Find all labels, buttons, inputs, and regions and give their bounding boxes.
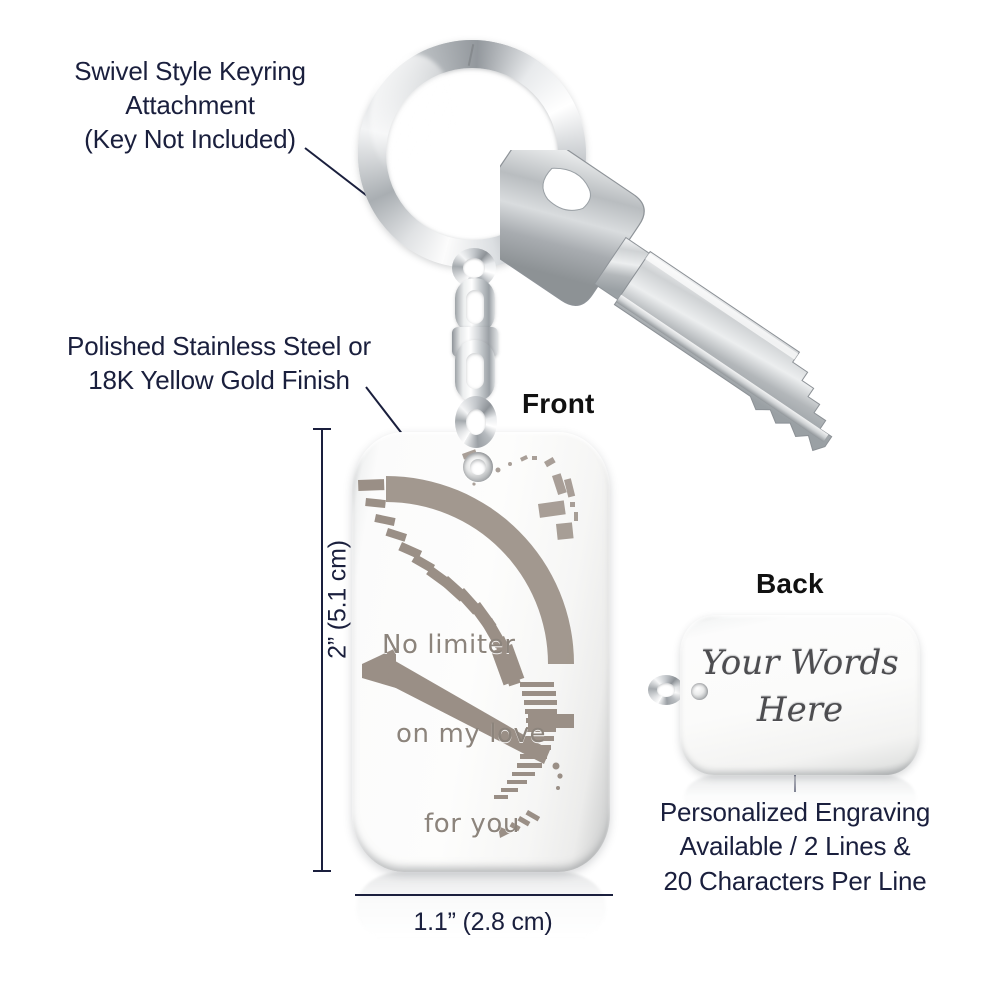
gauge-major-tick-2 [491,644,525,686]
back-tag-jump-ring [648,675,684,705]
key-illustration [500,150,833,452]
clasp-top-ring-hole [463,258,485,278]
gauge-ticks-bottom [498,810,541,838]
front-label: Front [522,388,595,419]
height-dimension-line [321,428,323,872]
clasp-upper-oval-link [455,278,495,334]
key-blade-spine [616,294,829,442]
width-dimension-line [355,894,613,896]
keyring-highlight [370,54,456,182]
gauge-needle [388,658,550,764]
speedometer-graphic [358,449,578,838]
back-dog-tag [680,615,920,775]
key-blade [613,250,833,452]
width-dimension-label: 1.1” (2.8 cm) [413,908,553,936]
clasp-upper-oval-hole [466,290,484,324]
gauge-arc-group [358,449,578,838]
annotation-engraving: Personalized Engraving Available / 2 Lin… [659,797,931,896]
front-tag-engraving: No limiter on my love for you [370,578,560,872]
front-tag-hole-inner [470,459,486,475]
height-dimension-label: 2” (5.1 cm) [323,540,352,659]
back-label: Back [756,568,824,599]
gauge-band [386,476,574,664]
front-tag-reflection [356,872,606,944]
front-dog-tag: No limiter on my love for you [352,432,610,872]
front-engraving-line-3: for you [424,808,520,839]
height-dimension-cap-bottom [313,870,331,872]
clasp-lower-oval-link [455,340,495,402]
key-head-hole [542,167,591,211]
key-head [500,150,645,306]
annotation-keyring: Swivel Style Keyring Attachment (Key Not… [74,56,306,154]
clasp-bottom-jump-ring [455,396,497,448]
key-body [500,150,833,452]
gauge-major-tick-1 [528,714,574,728]
back-tag-hole [691,683,708,700]
front-engraving-line-1: No limiter [382,629,516,660]
back-tag-ring-hole [657,683,675,697]
key-blade-top-highlight [645,253,799,360]
clasp-lower-oval-hole [466,353,484,389]
clasp-bottom-ring-hole [466,409,486,435]
gauge-needle-tail [362,648,396,688]
annotation-finish: Polished Stainless Steel or 18K Yellow G… [67,331,371,395]
height-dimension-cap-top [313,428,331,430]
back-tag-engraving: Your Words Here [701,643,899,730]
back-tag-reflection [684,775,916,821]
front-engraving-line-2: on my love [396,719,547,750]
